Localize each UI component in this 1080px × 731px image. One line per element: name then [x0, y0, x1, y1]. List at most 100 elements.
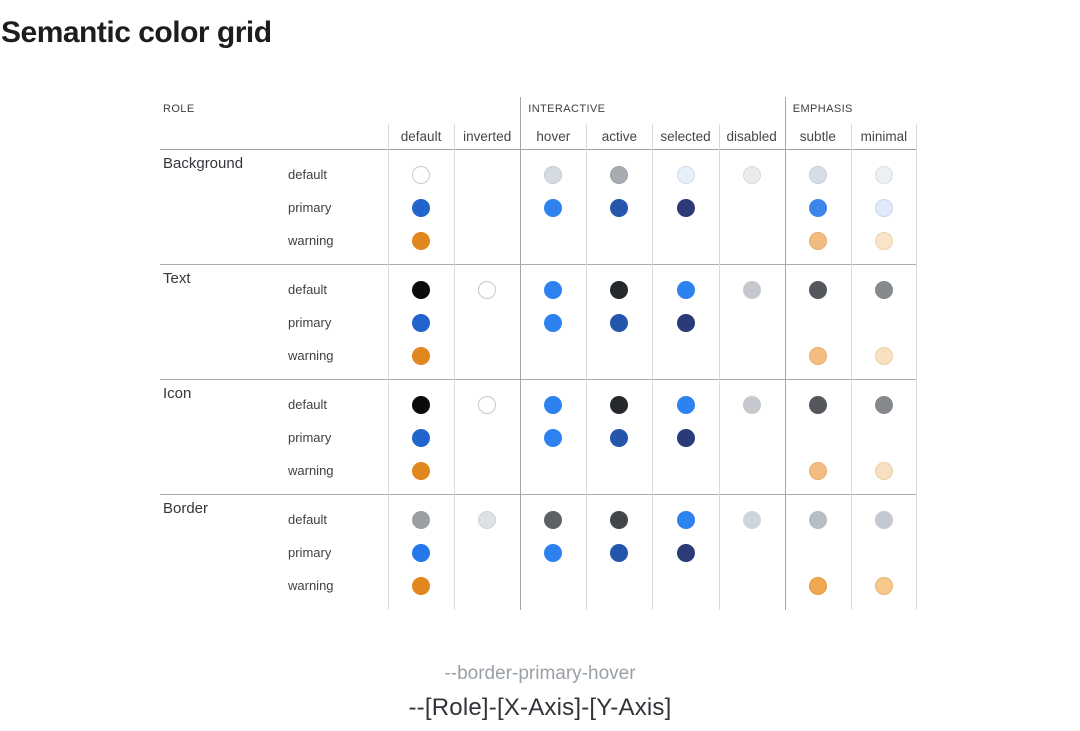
y-axis-label: default — [288, 512, 328, 527]
swatch-cell-background-default-selected — [653, 158, 719, 191]
column-header-minimal: minimal — [860, 129, 908, 144]
swatch-cell-icon-warning-hover — [520, 454, 586, 487]
color-dot-border-default-hover — [544, 510, 563, 529]
column-header-inverted: inverted — [463, 129, 512, 144]
color-dot-border-warning-subtle — [808, 576, 827, 595]
role-section-background: Background default primary warning — [160, 149, 917, 264]
swatch-cell-text-primary-selected — [653, 306, 719, 339]
color-dot-background-primary-subtle — [808, 198, 827, 217]
color-dot-background-primary-minimal — [874, 198, 893, 217]
grid-row-border-warning: warning — [160, 569, 917, 602]
swatch-cell-text-default-subtle — [785, 273, 851, 306]
y-axis-label: primary — [288, 200, 332, 215]
color-dot-text-warning-subtle — [808, 346, 827, 365]
y-axis-label: default — [288, 282, 328, 297]
column-divider-line — [851, 124, 852, 610]
color-dot-icon-warning-minimal — [874, 461, 893, 480]
color-dot-text-default-minimal — [874, 280, 893, 299]
color-dot-icon-default-selected — [676, 395, 695, 414]
y-axis-label: default — [288, 167, 328, 182]
swatch-cell-text-warning-minimal — [851, 339, 917, 372]
column-group-label-emphasis: EMPHASIS — [792, 103, 853, 115]
color-dot-icon-primary-active — [610, 428, 629, 447]
color-dot-icon-default-default — [412, 395, 431, 414]
swatch-cell-border-warning-active — [586, 569, 652, 602]
color-dot-icon-default-subtle — [808, 395, 827, 414]
swatch-cell-text-warning-inverted — [454, 339, 520, 372]
color-dot-background-default-selected — [676, 165, 695, 184]
color-dot-background-default-subtle — [808, 165, 827, 184]
color-dot-icon-default-disabled — [742, 395, 761, 414]
swatch-cell-border-primary-active — [586, 536, 652, 569]
role-label: Background — [163, 155, 244, 172]
swatch-cell-border-primary-inverted — [454, 536, 520, 569]
column-header-disabled: disabled — [726, 129, 777, 144]
swatch-cell-border-warning-inverted — [454, 569, 520, 602]
grid-row-background-default: default — [160, 158, 917, 191]
color-dot-border-warning-minimal — [874, 576, 893, 595]
swatch-cell-background-default-default — [388, 158, 454, 191]
swatch-cell-icon-primary-minimal — [851, 421, 917, 454]
swatch-cell-background-primary-subtle — [785, 191, 851, 224]
swatch-cell-text-primary-inverted — [454, 306, 520, 339]
swatch-cell-background-default-inverted — [454, 158, 520, 191]
swatch-cell-icon-warning-default — [388, 454, 454, 487]
swatch-cell-border-warning-minimal — [851, 569, 917, 602]
swatch-cell-background-default-hover — [520, 158, 586, 191]
color-dot-icon-primary-selected — [676, 428, 695, 447]
column-divider-line — [454, 124, 455, 610]
swatch-cell-icon-primary-selected — [653, 421, 719, 454]
color-dot-text-primary-hover — [544, 313, 563, 332]
y-axis-label: warning — [288, 233, 334, 248]
swatch-cell-text-warning-subtle — [785, 339, 851, 372]
swatch-cell-border-primary-hover — [520, 536, 586, 569]
color-dot-text-primary-selected — [676, 313, 695, 332]
swatch-cell-icon-primary-subtle — [785, 421, 851, 454]
swatch-cell-background-primary-inverted — [454, 191, 520, 224]
swatch-cell-text-primary-disabled — [719, 306, 785, 339]
swatch-cell-border-default-disabled — [719, 503, 785, 536]
role-section-border: Border default primary warning — [160, 494, 917, 609]
color-dot-icon-default-hover — [544, 395, 563, 414]
swatch-cell-border-default-inverted — [454, 503, 520, 536]
color-dot-text-primary-default — [412, 313, 431, 332]
swatch-cell-text-default-inverted — [454, 273, 520, 306]
swatch-cell-icon-default-default — [388, 388, 454, 421]
grid-row-icon-warning: warning — [160, 454, 917, 487]
swatch-cell-icon-default-selected — [653, 388, 719, 421]
color-dot-text-warning-minimal — [874, 346, 893, 365]
swatch-cell-border-primary-subtle — [785, 536, 851, 569]
color-dot-border-primary-active — [610, 543, 629, 562]
color-dot-text-default-selected — [676, 280, 695, 299]
swatch-cell-background-warning-disabled — [719, 224, 785, 257]
swatch-cell-icon-warning-subtle — [785, 454, 851, 487]
swatch-cell-icon-default-disabled — [719, 388, 785, 421]
color-dot-text-primary-active — [610, 313, 629, 332]
group-divider-line — [520, 97, 521, 610]
color-dot-icon-default-active — [610, 395, 629, 414]
column-header-spacer — [160, 124, 388, 149]
swatch-cell-background-primary-active — [586, 191, 652, 224]
grid-row-icon-default: default — [160, 388, 917, 421]
swatch-cell-icon-default-minimal — [851, 388, 917, 421]
swatch-cell-icon-default-active — [586, 388, 652, 421]
role-label: Border — [163, 500, 209, 517]
color-dot-border-warning-default — [412, 576, 431, 595]
swatch-cell-icon-primary-default — [388, 421, 454, 454]
swatch-cell-background-warning-active — [586, 224, 652, 257]
grid-row-border-default: default — [160, 503, 917, 536]
color-dot-icon-warning-default — [412, 461, 431, 480]
swatch-cell-text-default-active — [586, 273, 652, 306]
color-dot-border-primary-hover — [544, 543, 563, 562]
swatch-cell-background-warning-inverted — [454, 224, 520, 257]
y-axis-label: primary — [288, 545, 332, 560]
swatch-cell-background-primary-default — [388, 191, 454, 224]
example-token-label: --border-primary-hover — [444, 663, 636, 684]
swatch-cell-background-default-subtle — [785, 158, 851, 191]
color-dot-border-primary-selected — [676, 543, 695, 562]
swatch-cell-background-default-disabled — [719, 158, 785, 191]
swatch-cell-text-warning-active — [586, 339, 652, 372]
